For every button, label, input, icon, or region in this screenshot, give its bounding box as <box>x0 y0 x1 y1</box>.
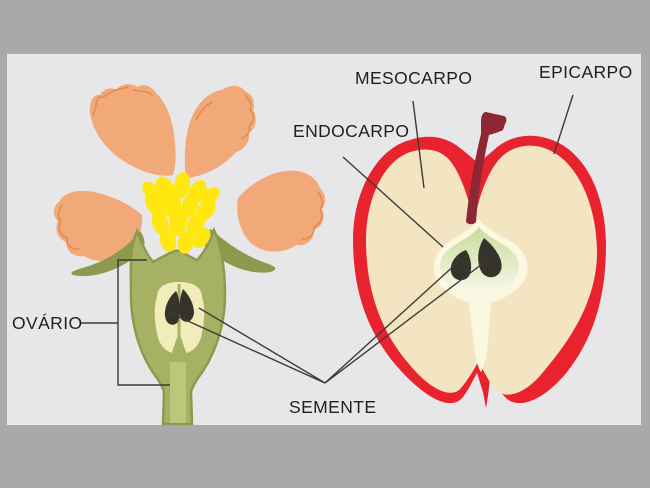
endocarpo-pointer-line <box>342 156 444 248</box>
semente-pointer-line-apple-right <box>324 257 491 384</box>
flower-petal-left <box>53 190 143 261</box>
petal-detail-line <box>92 86 129 116</box>
stamen <box>177 230 195 254</box>
petal-detail-line <box>241 94 254 139</box>
stamen <box>151 209 169 235</box>
petal-detail-line <box>301 191 323 240</box>
petal-detail-line <box>57 204 80 250</box>
stamen <box>200 187 220 205</box>
ovary-septum-flare <box>171 332 187 355</box>
pointer-lines <box>81 94 574 386</box>
flower-cross-section <box>53 84 326 426</box>
epicarpo-pointer-line <box>553 94 574 155</box>
apple-seed-right <box>478 238 502 278</box>
mesocarpo-label: MESOCARPO <box>355 68 472 88</box>
sepal-arm-right <box>204 229 276 273</box>
stamens-cluster <box>142 172 220 254</box>
stamen <box>168 208 188 236</box>
semente-pointer-line-apple-left <box>324 262 458 384</box>
flower-petal-right <box>237 170 326 252</box>
endocarpo-label: ENDOCARPO <box>293 121 409 141</box>
apple-cross-section <box>353 112 606 408</box>
stamen <box>159 228 177 252</box>
stamen <box>181 192 199 218</box>
apple-seed-left <box>450 250 472 281</box>
ovario-label: OVÁRIO <box>12 313 82 333</box>
semente-pointer-line-flower-right <box>198 307 326 384</box>
mesocarpo-pointer-line <box>412 100 425 189</box>
semente-label: SEMENTE <box>289 397 376 417</box>
epicarpo-label: EPICARPO <box>539 62 633 82</box>
semente-pointer-line-flower-left <box>167 311 326 384</box>
stamen <box>193 228 211 248</box>
ovary-style-stripe <box>170 362 186 423</box>
stamen <box>142 181 160 201</box>
flower-seed-right <box>179 289 194 322</box>
petal-detail-line <box>195 101 213 121</box>
flower-petal-top-left <box>89 84 176 176</box>
petal-detail-line <box>133 89 153 96</box>
apple-stem <box>466 112 507 225</box>
stamen <box>173 172 191 198</box>
